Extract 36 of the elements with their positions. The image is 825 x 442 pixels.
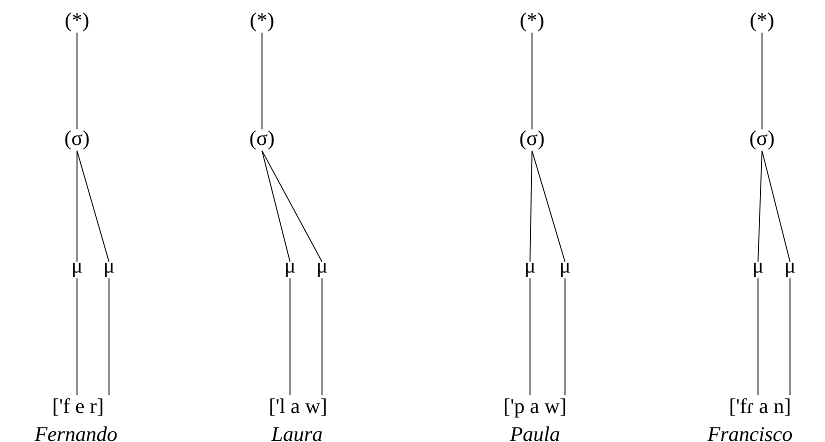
transcription: ['f e r] — [54, 398, 102, 416]
mora-label: μ — [105, 262, 114, 278]
tree-line — [762, 150, 790, 262]
word-label: Francisco — [707, 427, 792, 442]
mora-label: μ — [526, 262, 535, 278]
tree-line — [108, 278, 110, 396]
tree-line — [262, 150, 290, 262]
transcription: ['p a w] — [504, 398, 566, 418]
word-label: Fernando — [34, 426, 117, 442]
syllable-label: (σ) — [750, 130, 774, 150]
word-label: Paula — [510, 426, 560, 442]
tree-line — [76, 150, 110, 262]
tree-line — [564, 278, 566, 396]
mora-label: μ — [754, 262, 763, 278]
tree-label: (*) — [750, 12, 774, 32]
tree-line — [76, 32, 78, 130]
tree-line — [76, 150, 78, 262]
mora-label: μ — [561, 262, 570, 278]
tree-label: (*) — [250, 12, 274, 32]
syllable-label: (σ) — [65, 130, 89, 150]
mora-label: μ — [318, 262, 327, 278]
syllable-label: (σ) — [250, 130, 274, 150]
transcription: ['fɾ a n] — [730, 398, 790, 416]
tree-label: (*) — [66, 12, 88, 32]
tree-label: (*) — [520, 12, 544, 32]
mora-label: μ — [73, 262, 82, 278]
syllable-label: (σ) — [520, 130, 544, 150]
word-label: Laura — [271, 427, 322, 442]
tree-line — [532, 150, 566, 262]
tree-line — [76, 278, 78, 396]
tree-line — [758, 150, 762, 262]
mora-label: μ — [286, 262, 295, 278]
tree-line — [262, 150, 322, 262]
mora-label: μ — [786, 262, 795, 278]
transcription: ['l a w] — [270, 398, 326, 416]
tree-line — [530, 150, 532, 262]
